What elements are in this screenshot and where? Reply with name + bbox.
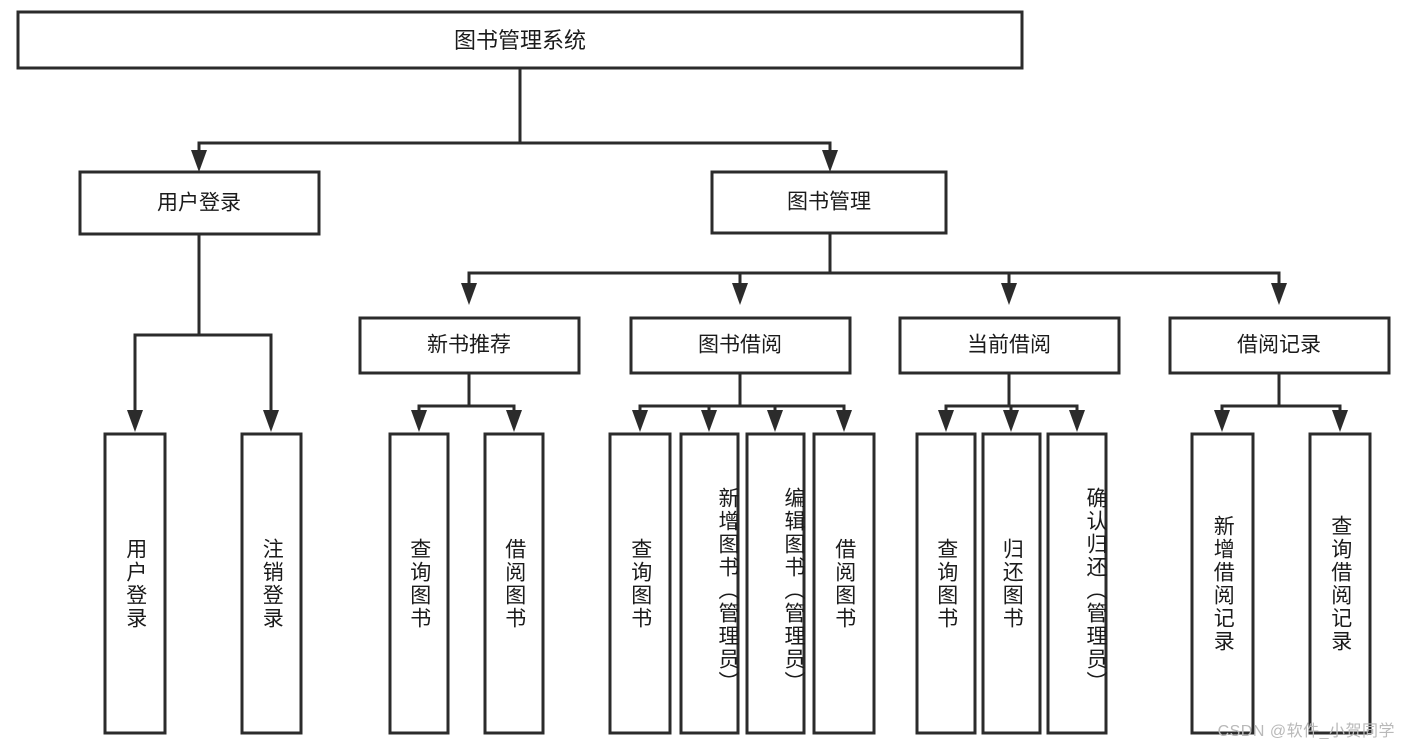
arrow-to-leaf-query-record [1332,410,1348,432]
node-book-borrow[interactable]: 图书借阅 [629,316,852,375]
leaf-box-edit-book[interactable] [745,432,806,735]
leaf-box-user-login[interactable] [103,432,167,735]
node-book-borrow-label: 图书借阅 [698,334,782,357]
arrow-to-borrow-record [1271,283,1287,305]
arrow-to-leaf-confirm-return [1069,410,1085,432]
arrow-to-leaf-query-book-2 [632,410,648,432]
leaf-box-query-book-1[interactable] [388,432,450,735]
arrow-to-book-manage [822,150,838,172]
edge-group-borrow-record-to-leaves [1220,371,1342,416]
node-current-borrow[interactable]: 当前借阅 [898,316,1121,375]
arrow-to-leaf-query-book-1 [411,410,427,432]
leaf-box-borrow-book-1[interactable] [483,432,545,735]
node-root-label: 图书管理系统 [454,28,586,53]
edge-group-book-manage-to-level3 [467,230,1281,285]
edge-group-book-borrow-to-leaves [638,371,846,416]
arrow-to-leaf-borrow-book-1 [506,410,522,432]
arrow-to-leaf-edit-book [767,410,783,432]
node-book-manage[interactable]: 图书管理 [710,170,948,235]
edge-group-new-book-recommend-to-leaves [417,371,516,416]
edge-group-root-to-level2 [197,66,832,152]
node-borrow-record-label: 借阅记录 [1237,334,1321,357]
node-current-borrow-label: 当前借阅 [967,334,1051,357]
leaf-box-return-book[interactable] [981,432,1042,735]
arrow-to-user-login [191,150,207,172]
csdn-watermark: CSDN @软件_小贺同学 [1217,723,1395,740]
node-book-manage-label: 图书管理 [787,191,871,214]
arrow-to-current-borrow [1001,283,1017,305]
leaf-box-add-book[interactable] [679,432,740,735]
arrow-to-book-borrow [732,283,748,305]
arrow-to-leaf-query-book-3 [938,410,954,432]
leaf-box-confirm-return[interactable] [1046,432,1108,735]
node-root[interactable]: 图书管理系统 [16,10,1024,70]
arrow-to-leaf-logout [263,410,279,432]
leaf-box-logout[interactable] [240,432,303,735]
node-new-book-recommend-label: 新书推荐 [427,334,511,357]
edge-group-current-borrow-to-leaves [944,371,1079,416]
arrow-to-leaf-return-book [1003,410,1019,432]
leaf-box-add-record[interactable] [1190,432,1255,735]
leaf-box-query-record[interactable] [1308,432,1372,735]
arrow-to-leaf-add-book [701,410,717,432]
leaf-box-query-book-3[interactable] [915,432,977,735]
arrow-to-new-book-recommend [461,283,477,305]
arrow-to-leaf-borrow-book-2 [836,410,852,432]
edge-group-user-login-to-leaves [133,233,273,414]
arrow-to-leaf-user-login [127,410,143,432]
leaf-box-borrow-book-2[interactable] [812,432,876,735]
node-user-login-label: 用户登录 [157,192,241,215]
node-user-login[interactable]: 用户登录 [78,170,321,236]
leaf-box-query-book-2[interactable] [608,432,672,735]
node-new-book-recommend[interactable]: 新书推荐 [358,316,581,375]
node-borrow-record[interactable]: 借阅记录 [1168,316,1391,375]
arrow-to-leaf-add-record [1214,410,1230,432]
